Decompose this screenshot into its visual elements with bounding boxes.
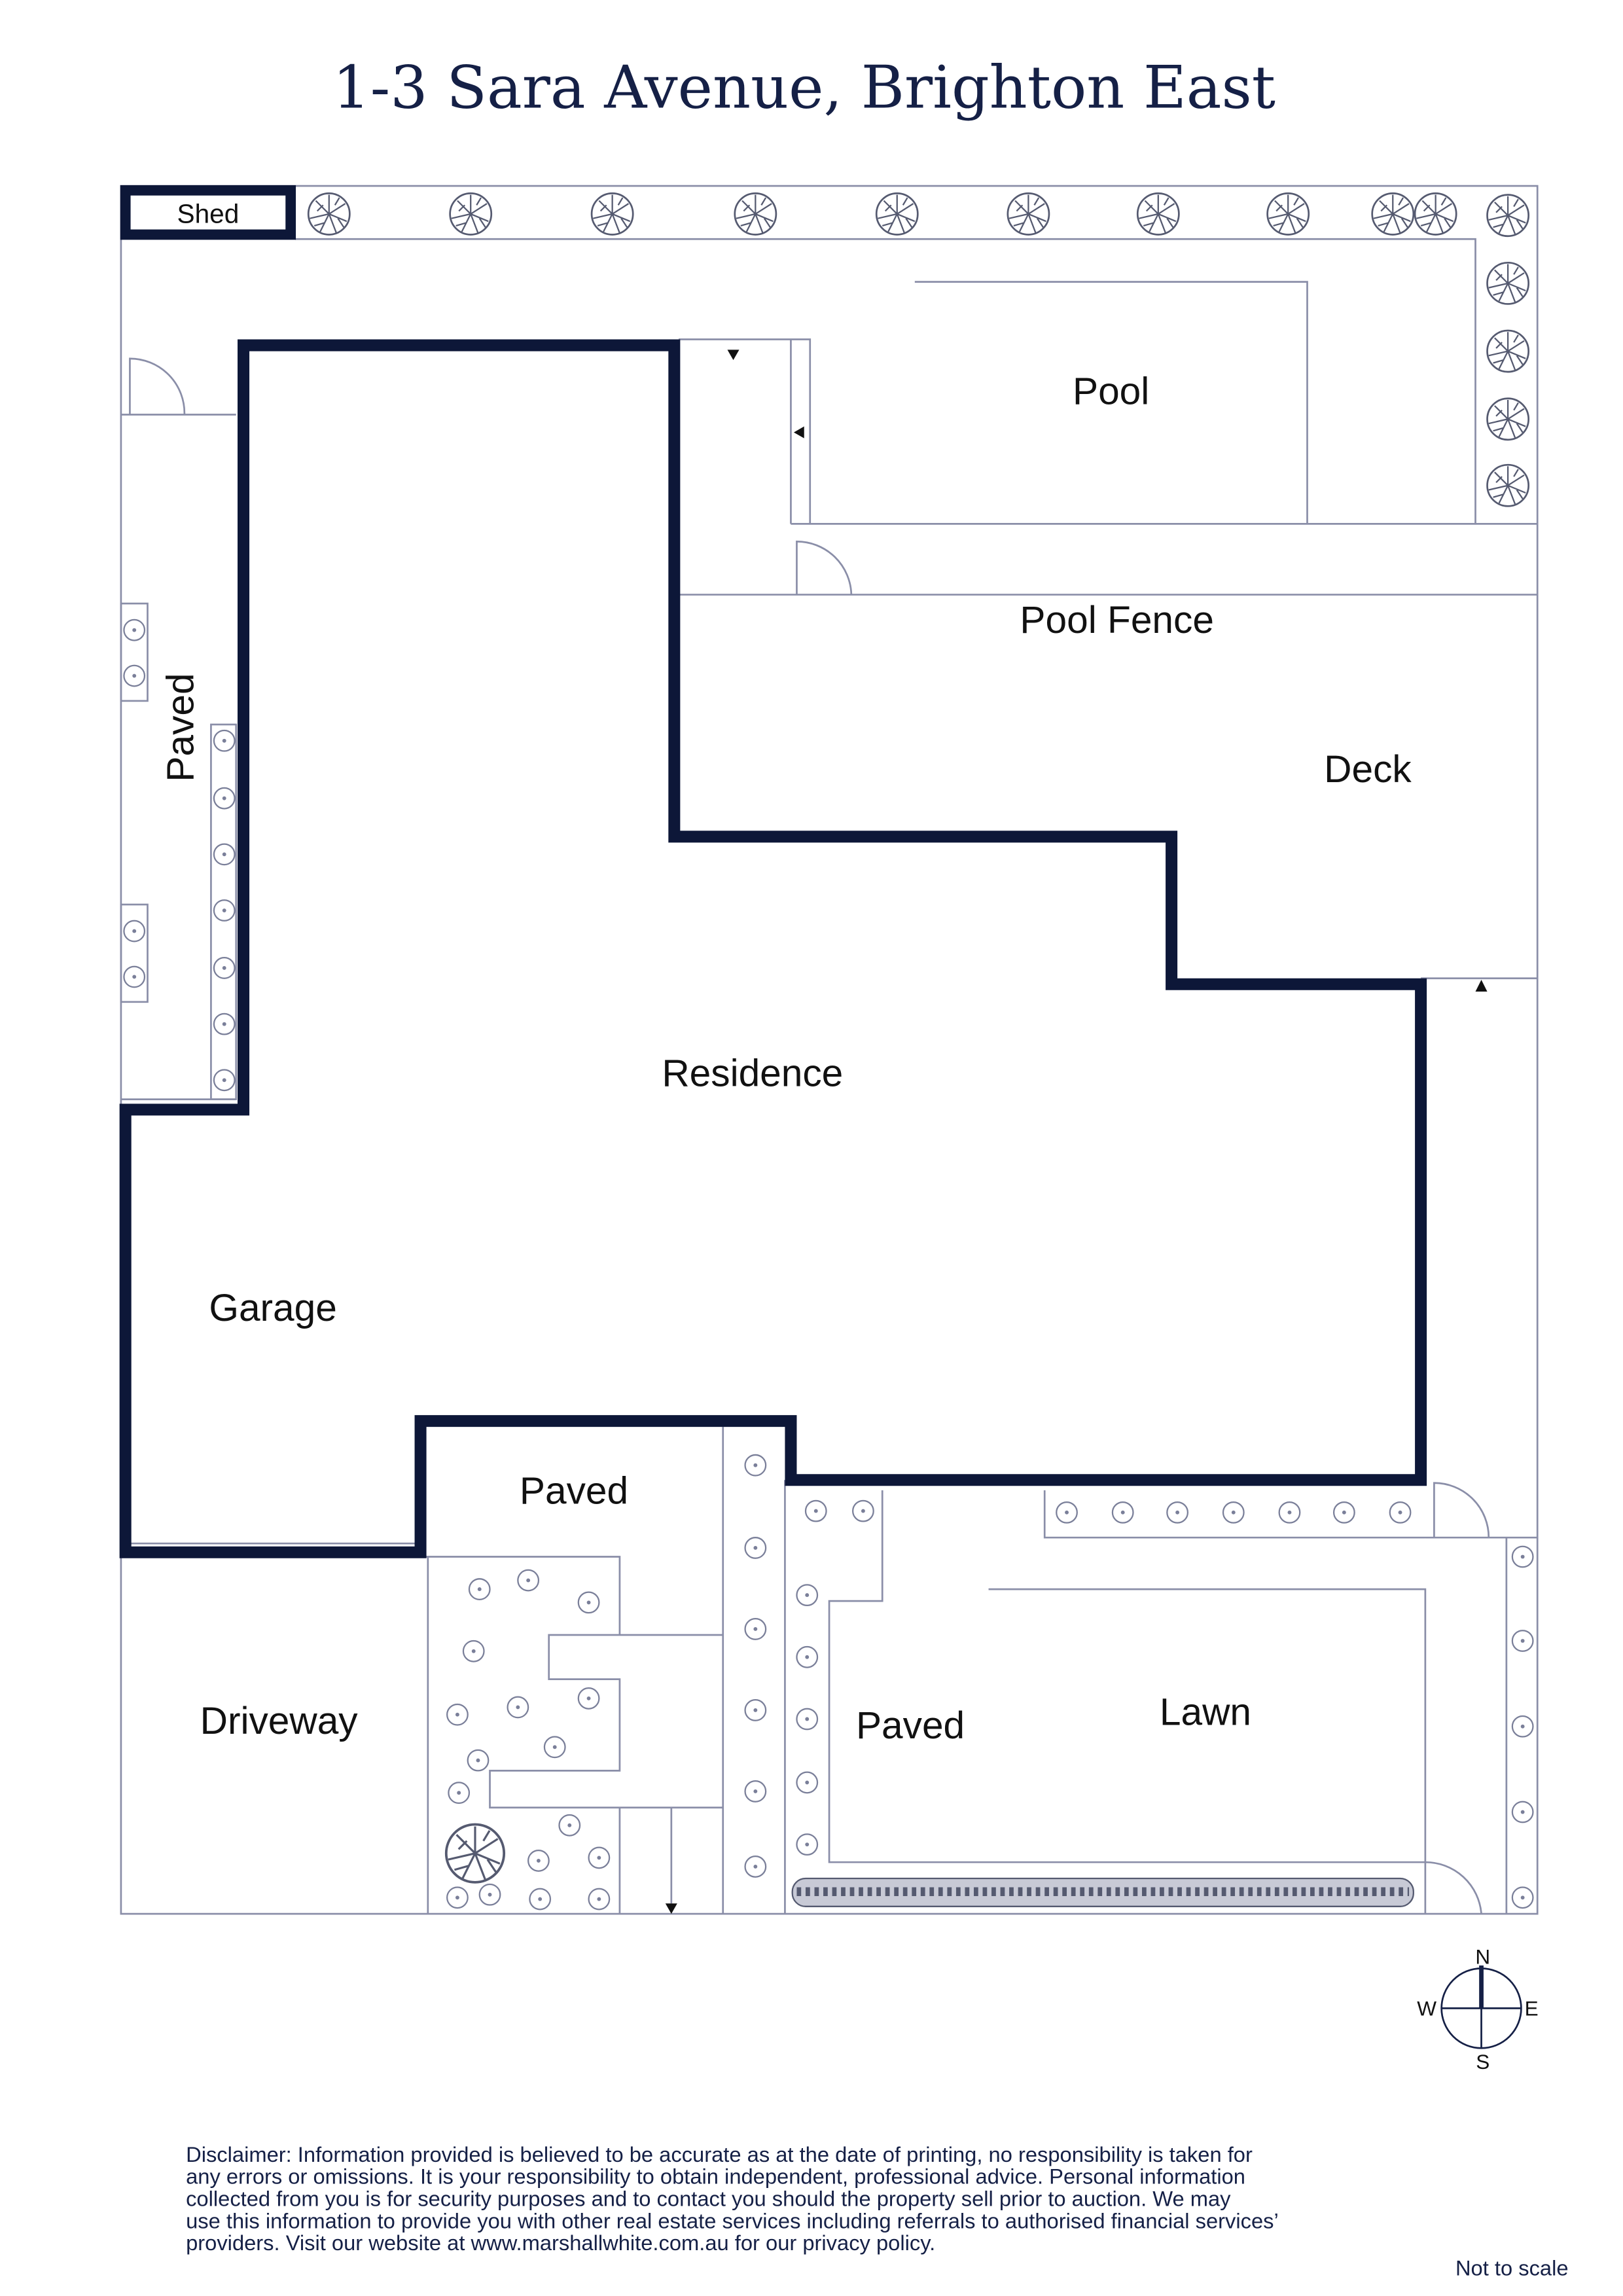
- disclaimer: Disclaimer: Information provided is beli…: [186, 2142, 1568, 2280]
- garage-label: Garage: [209, 1287, 336, 1329]
- paved-side-label: Paved: [159, 673, 202, 781]
- disclaimer-line: use this information to provide you with…: [186, 2208, 1279, 2233]
- compass-s: S: [1476, 2050, 1489, 2073]
- residence-walls: [119, 339, 1427, 1558]
- compass-e: E: [1525, 1997, 1539, 2020]
- compass-w: W: [1417, 1997, 1436, 2020]
- disclaimer-line: any errors or omissions. It is your resp…: [186, 2164, 1245, 2189]
- not-to-scale: Not to scale: [1455, 2255, 1569, 2280]
- compass-n: N: [1475, 1945, 1490, 1969]
- page-title: 1-3 Sara Avenue, Brighton East: [332, 54, 1275, 122]
- residence-label: Residence: [662, 1052, 843, 1094]
- compass: N S E W: [1417, 1945, 1538, 2073]
- disclaimer-line: Disclaimer: Information provided is beli…: [186, 2142, 1253, 2166]
- disclaimer-line: providers. Visit our website at www.mars…: [186, 2231, 935, 2255]
- pool-label: Pool: [1073, 370, 1149, 413]
- disclaimer-line: collected from you is for security purpo…: [186, 2186, 1231, 2210]
- shed-label: Shed: [177, 198, 240, 228]
- driveway-label: Driveway: [200, 1700, 359, 1742]
- pool-fence-label: Pool Fence: [1020, 599, 1213, 641]
- shed: Shed: [120, 185, 296, 240]
- deck-label: Deck: [1324, 748, 1412, 791]
- trees: [307, 192, 1530, 1884]
- boundary-lines: [120, 185, 1539, 1915]
- paved-east-label: Paved: [856, 1704, 965, 1747]
- hedge: [791, 1877, 1414, 1907]
- paved-front-label: Paved: [520, 1469, 628, 1512]
- lawn-label: Lawn: [1160, 1691, 1251, 1734]
